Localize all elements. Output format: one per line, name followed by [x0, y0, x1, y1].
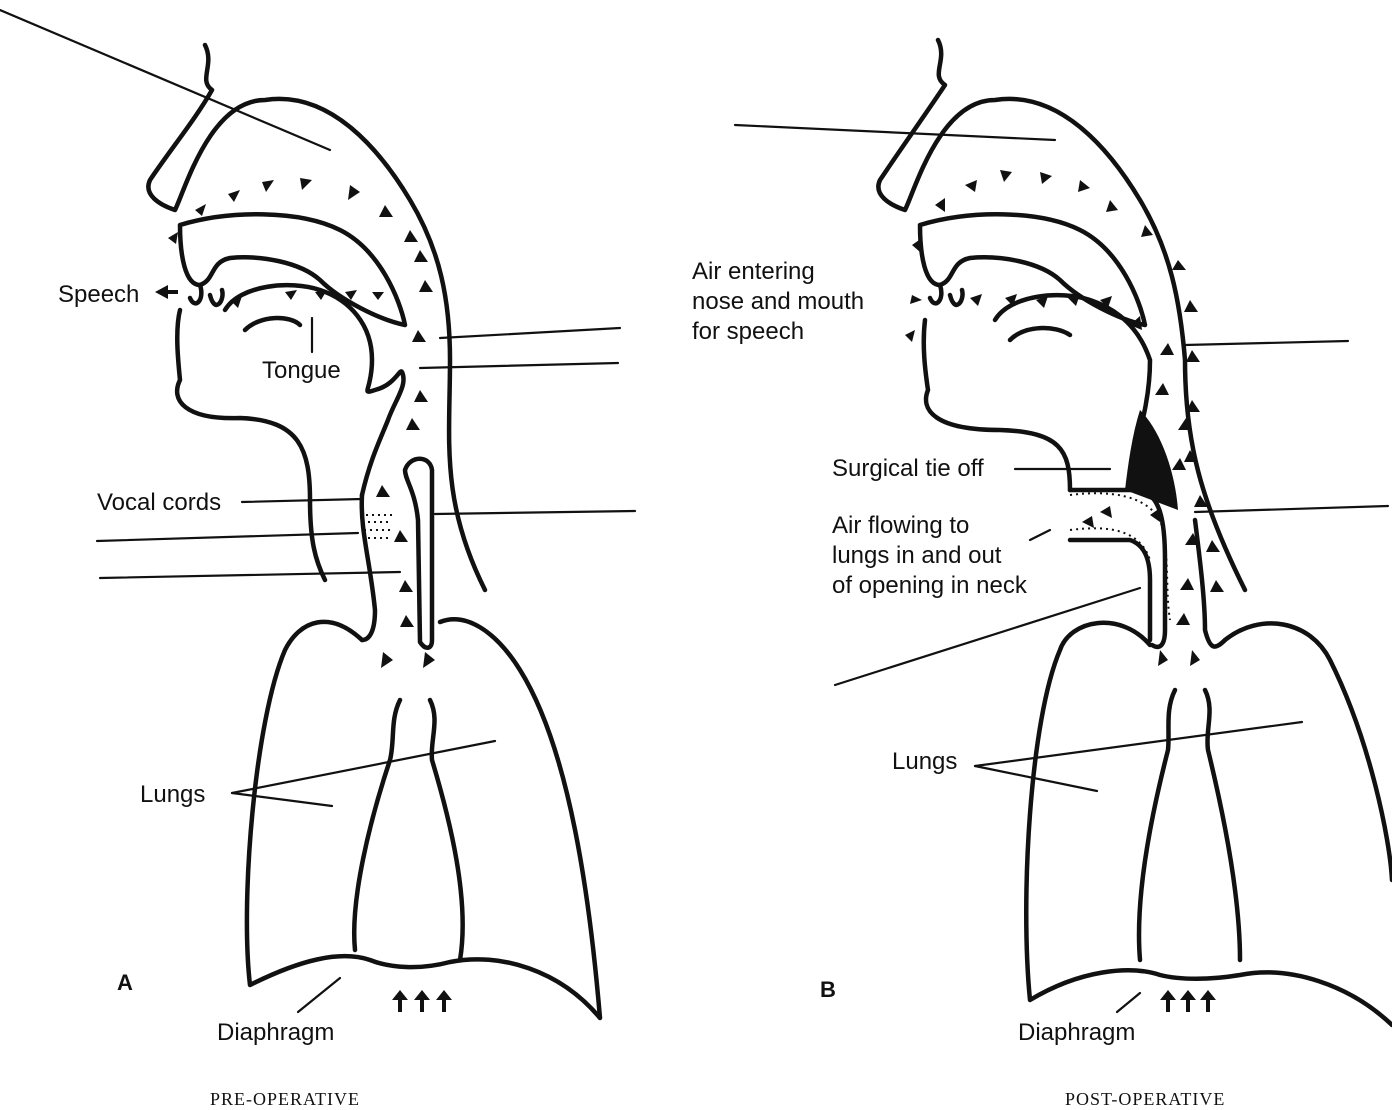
- panel-a-mouth-outline: [190, 285, 223, 305]
- air-flowing-label-line1: Air flowing to: [832, 512, 969, 539]
- pharynx-b-leader-line: [1185, 341, 1348, 345]
- nose-leader-line: [0, 10, 330, 150]
- air-entering-label-line3: for speech: [692, 318, 804, 345]
- pharynx-leader-line-1: [440, 328, 620, 338]
- esophagus-b-leader-line: [1195, 506, 1388, 512]
- lungs-b-label: Lungs: [892, 748, 957, 775]
- larynx-leader-line-1: [97, 533, 358, 541]
- panel-a-lungs: [247, 619, 600, 1018]
- panel-a-caption: PRE-OPERATIVE: [210, 1089, 360, 1109]
- tongue-label: Tongue: [262, 357, 341, 384]
- air-entering-label-line2: nose and mouth: [692, 288, 864, 315]
- panel-b-caption: POST-OPERATIVE: [1065, 1089, 1225, 1109]
- nose-b-leader-line: [735, 125, 1055, 140]
- panel-a-palate-outline: [180, 214, 405, 325]
- panel-a: Speech Tongue Vocal cords Lungs Diaphrag…: [0, 10, 635, 1109]
- diaphragm-a-leader-line: [298, 978, 340, 1012]
- diaphragm-b-label: Diaphragm: [1018, 1019, 1135, 1046]
- air-flowing-leader-line: [1030, 530, 1050, 540]
- diaphragm-b-leader-line: [1117, 993, 1140, 1012]
- vocal-cords-leader-line: [242, 499, 362, 502]
- air-entering-label-line1: Air entering: [692, 258, 815, 285]
- panel-b-lungs: [1026, 623, 1392, 1025]
- panel-a-trachea: [362, 459, 432, 648]
- lungs-a-leader-line-1: [232, 741, 495, 793]
- panel-a-leader-lines: [0, 10, 635, 1012]
- panel-b: Air entering nose and mouth for speech S…: [692, 40, 1392, 1109]
- surgical-tie-off-wedge: [1125, 410, 1178, 510]
- panel-a-letter: A: [117, 970, 133, 995]
- stoma-leader-line: [835, 588, 1140, 685]
- esophagus-leader-line: [435, 511, 635, 514]
- larynx-leader-line-2: [100, 572, 400, 578]
- vocal-cords-label: Vocal cords: [97, 489, 221, 516]
- lungs-a-label: Lungs: [140, 781, 205, 808]
- panel-b-letter: B: [820, 977, 836, 1002]
- diaphragm-a-label: Diaphragm: [217, 1019, 334, 1046]
- lungs-a-leader-line-2: [232, 793, 332, 806]
- surgical-tie-off-label: Surgical tie off: [832, 455, 984, 482]
- speech-label: Speech: [58, 281, 139, 308]
- air-flowing-label-line3: of opening in neck: [832, 572, 1028, 599]
- panel-b-head-outline: [878, 40, 1245, 590]
- air-flowing-label-line2: lungs in and out: [832, 542, 1002, 569]
- lungs-b-leader-line-1: [975, 722, 1302, 766]
